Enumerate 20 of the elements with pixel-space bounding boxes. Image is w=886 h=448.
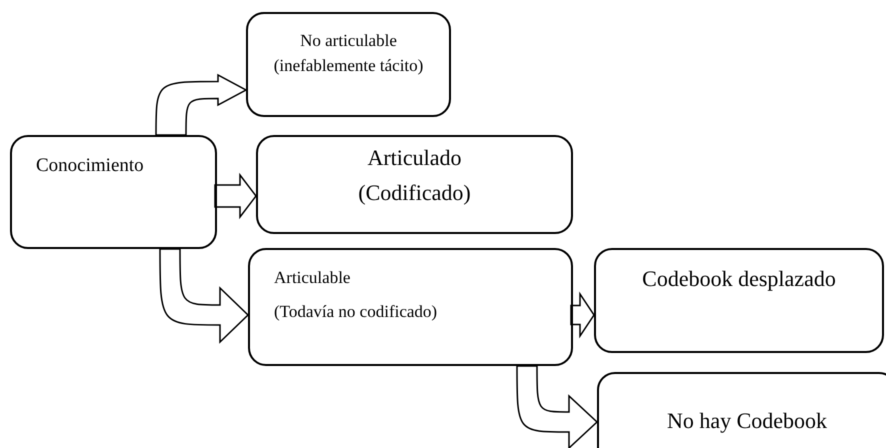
rounded-box: [246, 12, 451, 117]
box-label: Conocimiento: [36, 155, 144, 177]
box-label: No hay Codebook: [666, 408, 828, 434]
box-label: Articulable: [274, 268, 350, 288]
block-arrow: [570, 292, 595, 338]
block-arrow: [159, 248, 249, 343]
box-label: (Todavía no codificado): [274, 302, 438, 322]
box-label: No articulable: [299, 31, 398, 51]
box-label: (inefablemente tácito): [272, 56, 424, 76]
rounded-box: [10, 135, 217, 249]
box-label: (Codificado): [357, 180, 472, 206]
rounded-box: [256, 135, 573, 234]
rounded-box: [248, 248, 573, 366]
block-arrow: [516, 365, 598, 448]
rounded-box: [597, 372, 886, 448]
block-arrow: [155, 74, 247, 136]
rounded-box: [594, 248, 884, 353]
box-label: Codebook desplazado: [641, 266, 837, 292]
block-arrow: [214, 172, 257, 220]
box-label: Articulado: [366, 145, 463, 171]
